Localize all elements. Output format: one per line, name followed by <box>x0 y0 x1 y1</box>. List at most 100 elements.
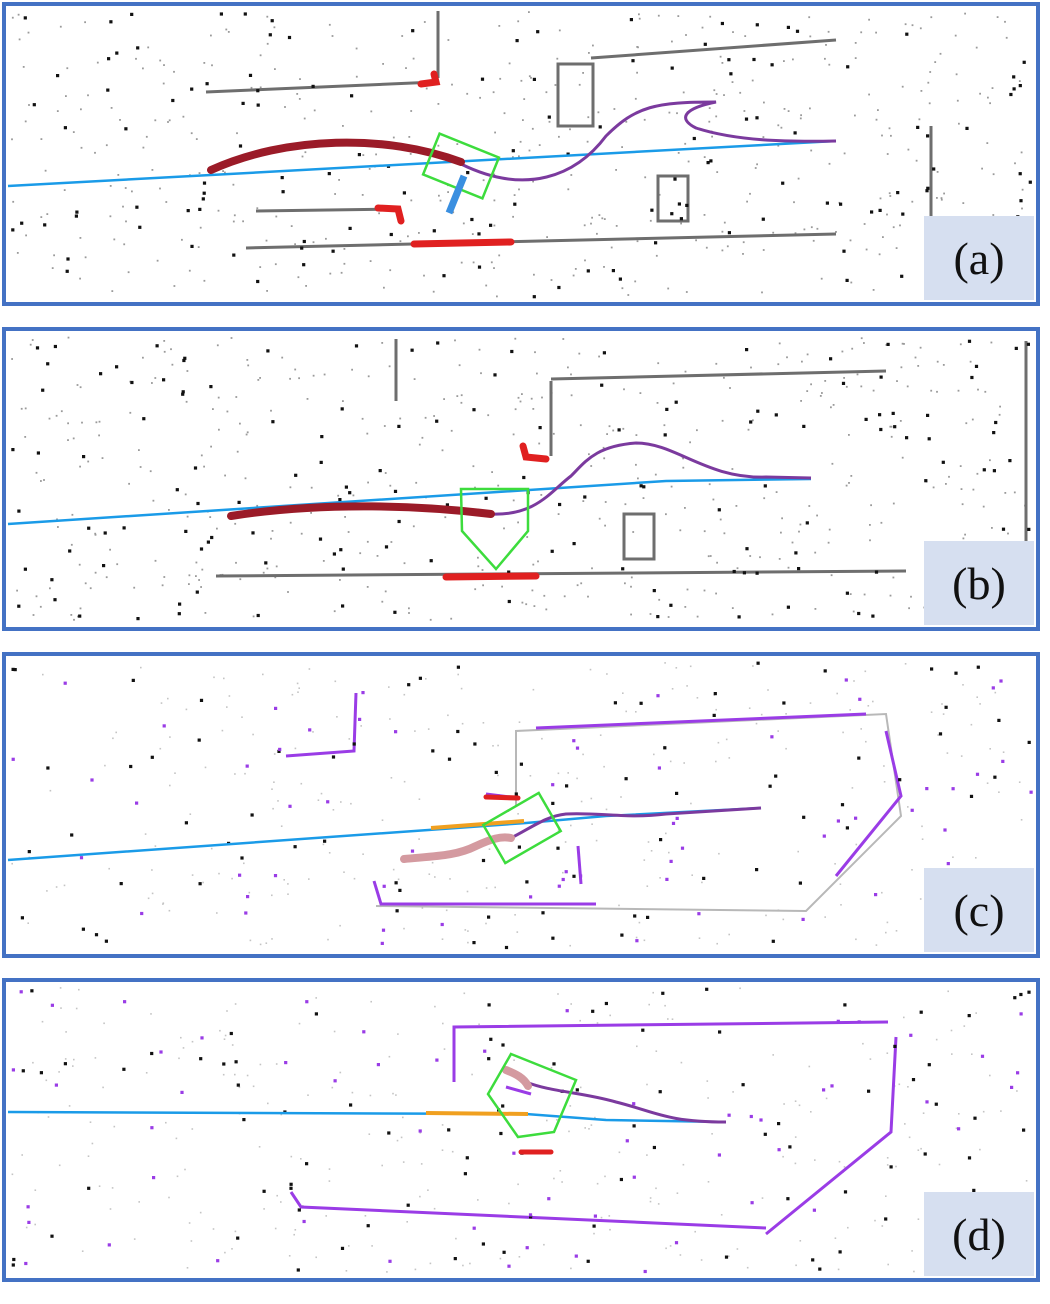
map-point <box>606 433 608 435</box>
map-point <box>528 149 531 152</box>
map-point <box>23 567 27 571</box>
map-point <box>613 701 617 705</box>
map-point <box>294 1229 297 1231</box>
map-point <box>195 575 197 577</box>
map-point <box>905 32 909 36</box>
map-point <box>703 530 706 533</box>
map-point <box>849 239 852 242</box>
map-point <box>610 246 613 249</box>
map-point <box>168 909 171 912</box>
map-point <box>1020 819 1023 821</box>
map-point <box>90 778 94 782</box>
map-point <box>781 181 785 185</box>
map-point <box>16 589 18 592</box>
map-point <box>236 1083 240 1087</box>
map-point <box>787 110 790 112</box>
map-point <box>238 1086 241 1089</box>
map-point <box>958 1113 960 1115</box>
map-point <box>209 385 213 389</box>
map-point <box>27 31 30 34</box>
map-point <box>1014 346 1018 350</box>
map-point <box>281 190 285 194</box>
map-point <box>160 702 163 704</box>
map-point <box>203 279 206 282</box>
map-point <box>854 114 856 117</box>
map-point <box>22 66 25 68</box>
map-point <box>380 941 384 945</box>
map-point <box>855 843 858 846</box>
panel-label-c: (c) <box>924 868 1034 952</box>
map-point <box>763 497 766 500</box>
map-point <box>87 526 91 530</box>
map-point <box>490 261 493 264</box>
map-point <box>87 1186 91 1190</box>
map-point <box>684 142 687 145</box>
map-point <box>822 834 826 838</box>
map-point <box>232 253 236 257</box>
map-point <box>797 177 800 180</box>
map-point <box>998 791 1000 793</box>
map-point <box>521 393 523 395</box>
map-point <box>361 691 365 695</box>
map-point <box>842 249 846 253</box>
map-point <box>846 65 850 69</box>
map-point <box>352 494 355 497</box>
map-point <box>300 246 304 250</box>
map-point <box>752 665 754 667</box>
map-point <box>622 692 624 694</box>
map-point <box>472 1226 476 1230</box>
map-point <box>697 912 701 916</box>
map-point <box>682 466 685 469</box>
map-point <box>200 1036 204 1040</box>
map-point <box>24 436 27 438</box>
map-point <box>749 555 752 557</box>
map-point <box>759 1118 763 1122</box>
map-point <box>935 1038 938 1041</box>
map-point <box>825 44 827 46</box>
map-point <box>596 1182 599 1185</box>
map-point <box>252 615 255 618</box>
map-point <box>936 197 938 199</box>
map-point <box>210 535 214 540</box>
map-point <box>899 420 902 422</box>
map-point <box>901 342 904 345</box>
map-point <box>583 224 586 227</box>
map-point <box>718 852 720 855</box>
map-point <box>587 116 590 119</box>
reference-path-b <box>7 477 812 526</box>
map-point <box>274 263 277 266</box>
map-point <box>218 428 220 431</box>
map-point <box>541 737 543 740</box>
map-point <box>646 885 649 887</box>
map-point <box>672 382 675 385</box>
map-point <box>673 177 677 181</box>
map-point <box>36 451 40 455</box>
map-point <box>828 63 831 66</box>
map-point <box>621 146 623 148</box>
map-point <box>925 189 929 193</box>
map-point <box>547 1197 551 1201</box>
map-point <box>460 687 463 690</box>
map-point <box>576 584 579 587</box>
map-point <box>259 943 262 946</box>
map-point <box>480 372 482 375</box>
map-point <box>900 366 903 369</box>
map-point <box>570 373 572 376</box>
map-point <box>532 180 534 183</box>
map-point <box>518 188 520 191</box>
map-point <box>431 861 434 864</box>
map-point <box>512 215 514 218</box>
map-point <box>911 24 914 27</box>
map-point <box>532 563 535 566</box>
map-point <box>855 938 857 941</box>
map-point <box>989 459 991 462</box>
map-point <box>926 134 930 138</box>
map-point <box>920 90 923 92</box>
map-point <box>116 563 119 566</box>
map-point <box>836 692 838 695</box>
map-point <box>579 424 582 427</box>
map-point <box>698 937 701 939</box>
map-point <box>648 1003 650 1006</box>
map-point <box>246 359 249 361</box>
map-point <box>1027 990 1031 994</box>
